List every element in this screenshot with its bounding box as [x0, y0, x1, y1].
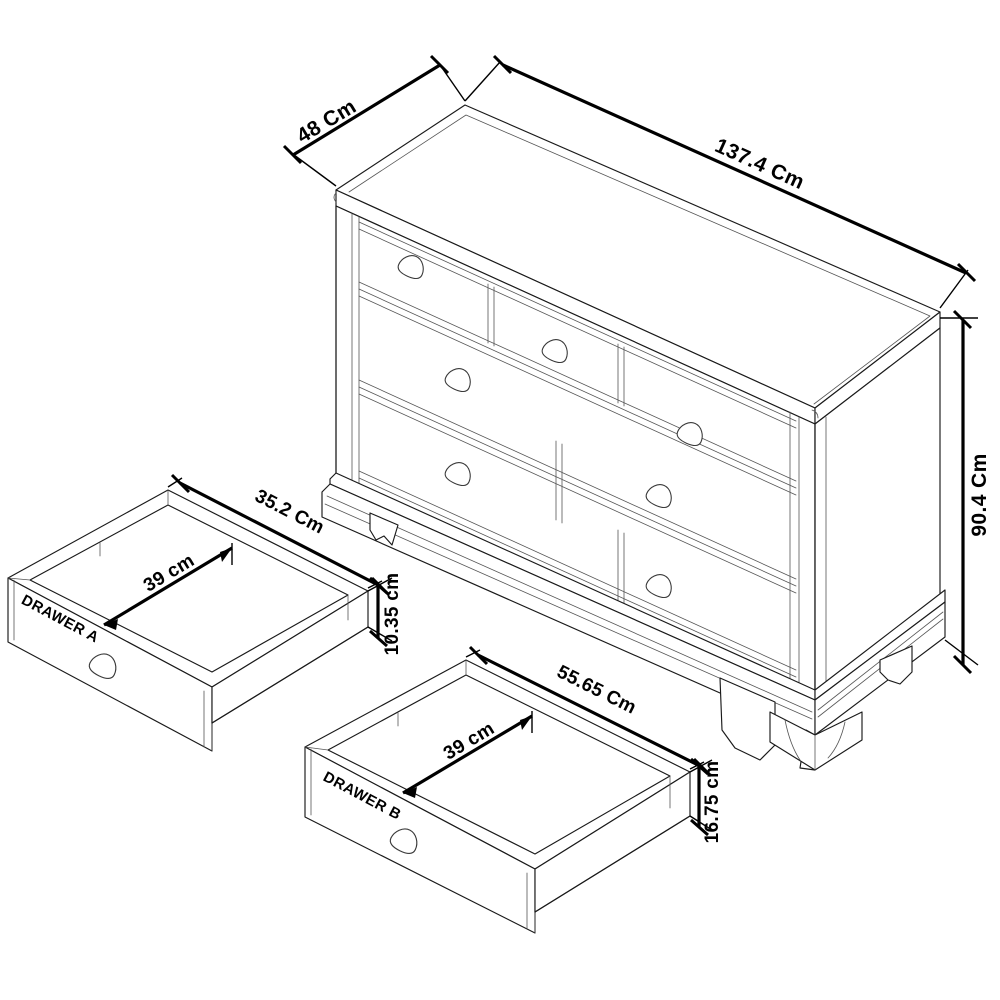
drawer-a-handle-icon: [88, 653, 117, 679]
drawer-a-width-label: 35.2 Cm: [251, 486, 327, 539]
drawer-handle-icon: [676, 422, 703, 447]
drawer-b: DRAWER B 55.65 Cm 39 cm: [304, 645, 723, 934]
dimension-height-label: 90.4 Cm: [968, 453, 991, 536]
chest-drawer-fronts: [358, 221, 797, 678]
drawer-a-height-dimension: 10.35 cm: [367, 573, 403, 656]
chest-base-plinth: [321, 472, 946, 771]
drawer-b-height-label: 16.75 cm: [702, 761, 723, 844]
chest-of-drawers: [321, 104, 946, 771]
drawer-a-height-label: 10.35 cm: [382, 573, 403, 656]
drawer-handle-icon: [645, 484, 672, 509]
drawer-handle-icon: [645, 574, 672, 599]
chest-top-panel: [333, 104, 941, 425]
drawer-handle-icon: [444, 462, 471, 487]
drawer-handle-icon: [444, 368, 471, 393]
drawer-a: DRAWER A 35.2 Cm 39 cm: [7, 473, 403, 752]
chest-front-face: [335, 205, 941, 701]
drawer-b-handle-icon: [389, 828, 418, 854]
drawer-b-height-dimension: 16.75 cm: [689, 757, 723, 844]
drawer-handle-icon: [397, 255, 424, 280]
dimension-height: 90.4 Cm: [940, 309, 991, 675]
chest-drawer-handles: [397, 255, 703, 599]
drawer-handle-icon: [541, 339, 568, 364]
